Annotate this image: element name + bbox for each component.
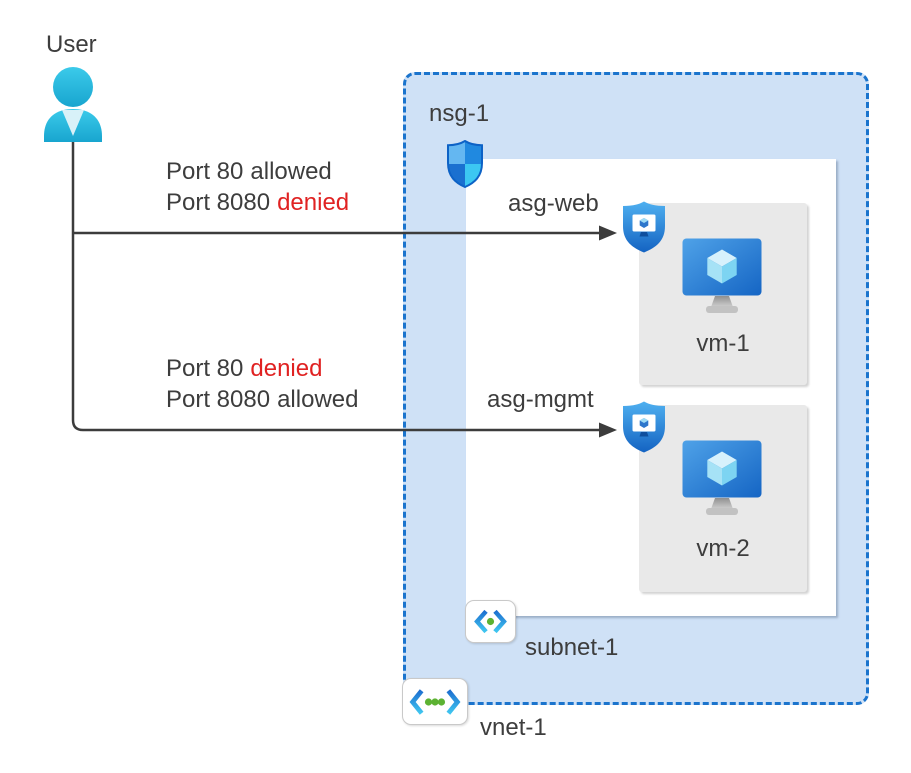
- rule-port: Port 80: [166, 355, 244, 382]
- asg-mgmt-label: asg-mgmt: [487, 386, 594, 413]
- vnet-label: vnet-1: [480, 714, 547, 741]
- rule-status: allowed: [277, 386, 359, 413]
- vm-1-icon: [682, 238, 762, 313]
- rule-port: Port 8080: [166, 189, 271, 216]
- rule-status: allowed: [250, 158, 332, 185]
- user-label: User: [46, 31, 97, 58]
- user-icon: [44, 67, 102, 142]
- arrowhead-mgmt: [599, 422, 617, 438]
- rule-port: Port 80: [166, 158, 244, 185]
- subnet-icon: [465, 600, 516, 643]
- vm-2-icon: [682, 440, 762, 515]
- asg-mgmt-shield-icon: [623, 401, 665, 453]
- vm-1-label: vm-1: [696, 330, 750, 357]
- rule-status: denied: [250, 355, 323, 382]
- subnet-label: subnet-1: [525, 634, 619, 661]
- vm-2-label: vm-2: [696, 535, 750, 562]
- rule-status: denied: [277, 189, 350, 216]
- rule-port: Port 8080: [166, 386, 271, 413]
- user-to-asg-mgmt-arrow: [71, 140, 600, 432]
- asg-web-label: asg-web: [508, 190, 599, 217]
- asg-web-shield-icon: [623, 201, 665, 253]
- nsg-shield-icon: [447, 140, 483, 188]
- vnet-icon: [402, 678, 468, 725]
- nsg-label: nsg-1: [429, 100, 490, 127]
- arrowhead-web: [599, 225, 617, 241]
